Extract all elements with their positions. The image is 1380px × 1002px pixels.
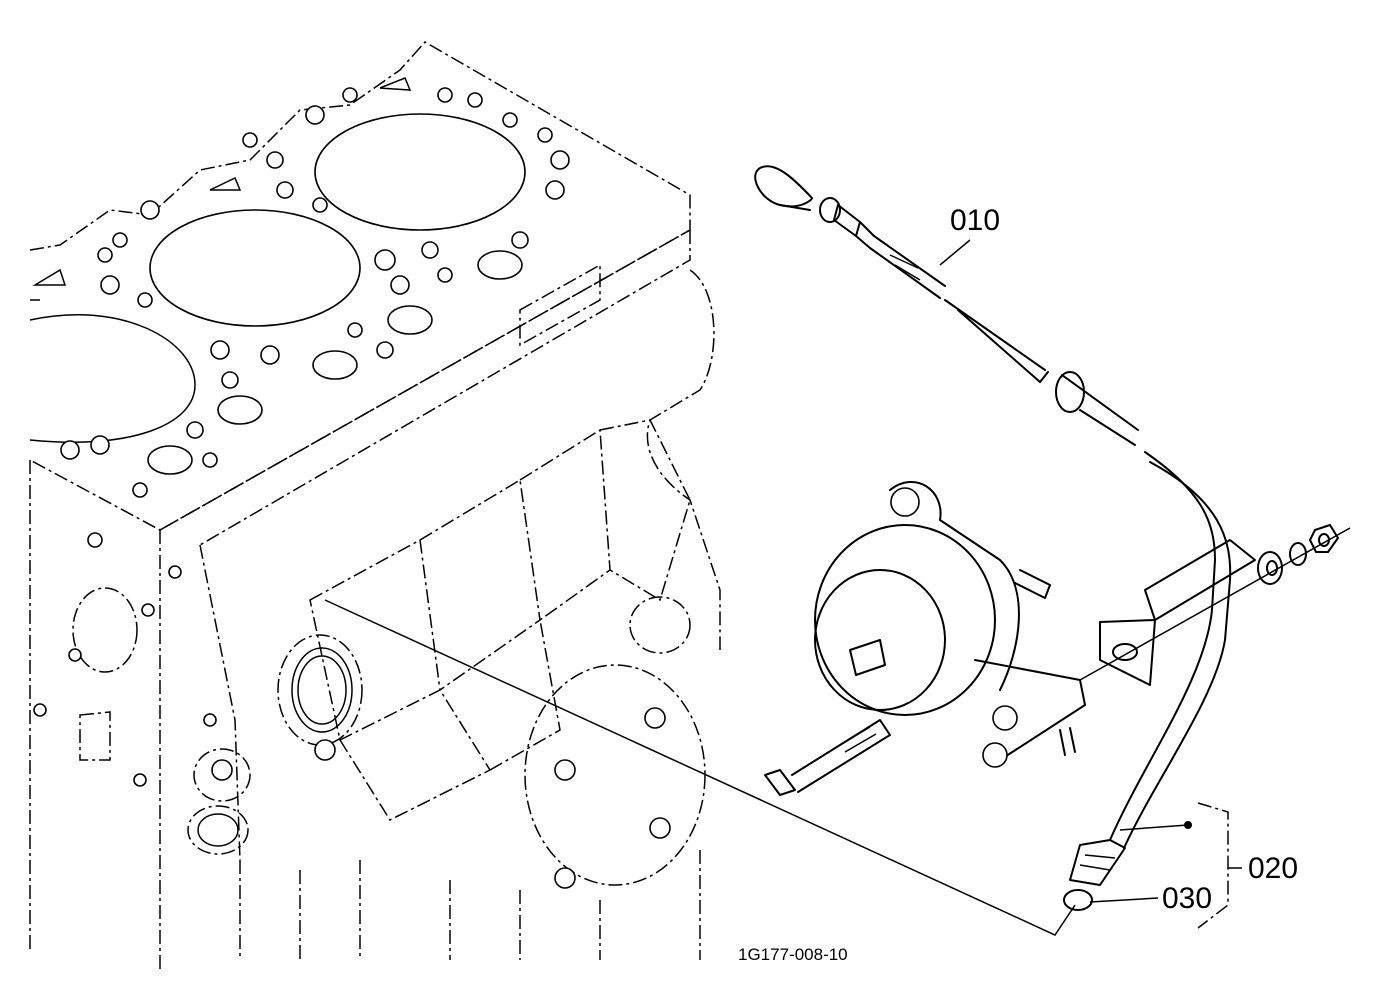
drawing-number: 1G177-008-10 — [738, 945, 848, 964]
gasket-holes — [60, 87, 570, 498]
assembly-lines — [324, 527, 1351, 936]
callout-020-label: 020 — [1248, 852, 1298, 885]
callout-010-label: 010 — [950, 204, 1000, 237]
alternator — [764, 480, 1086, 796]
callout-leaders — [939, 239, 1242, 929]
callout-030-label: 030 — [1162, 882, 1212, 915]
washer-nut-set — [1257, 524, 1339, 585]
engine-block — [29, 41, 721, 970]
o-ring-030[interactable] — [1063, 889, 1093, 911]
gauge-pipe-020[interactable] — [1055, 371, 1256, 886]
dipstick-010[interactable] — [754, 165, 1049, 383]
